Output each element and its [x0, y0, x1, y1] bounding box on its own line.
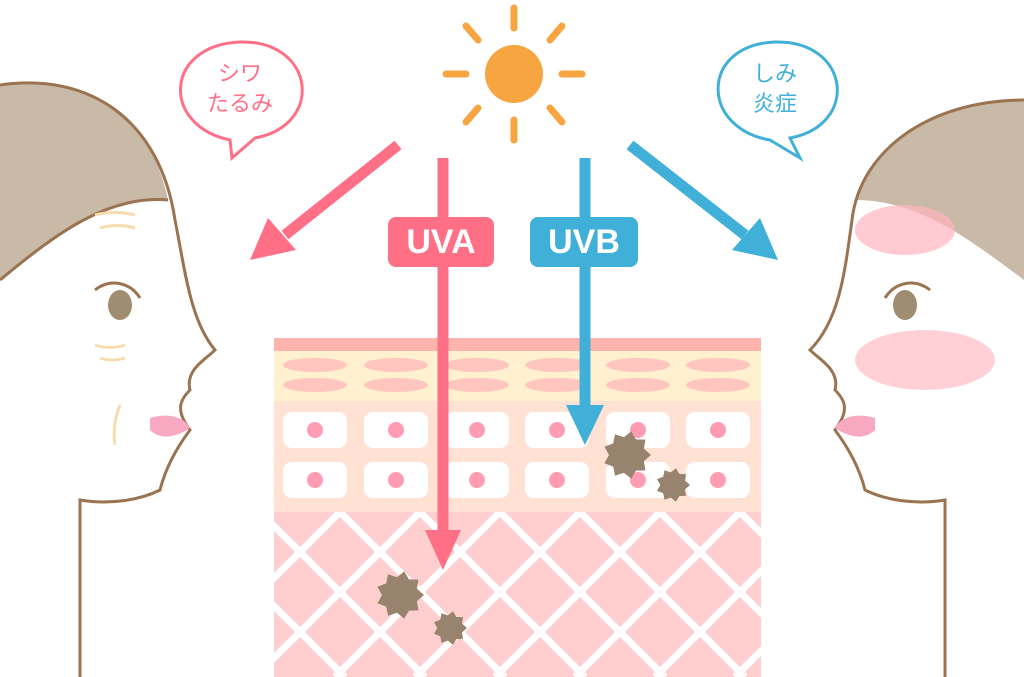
- lattice-line: [737, 512, 761, 538]
- spot: [604, 431, 651, 479]
- lattice-line: [652, 566, 761, 677]
- cell-nucleus: [630, 472, 646, 488]
- spot: [434, 611, 467, 645]
- left-bubble-line1: シワ: [217, 62, 262, 87]
- skin-ellipse: [364, 378, 428, 392]
- lattice-line: [95, 512, 260, 677]
- skin-ellipse: [283, 358, 347, 372]
- skin-ellipse: [525, 358, 589, 372]
- skin-cross-section: [0, 338, 1024, 677]
- skin-ellipse: [686, 358, 750, 372]
- lattice-line: [497, 512, 668, 677]
- lattice-line: [577, 512, 748, 677]
- cell-nucleus: [307, 472, 323, 488]
- cell-nucleus: [307, 422, 323, 438]
- cell-nucleus: [549, 472, 565, 488]
- right-bubble-text: しみ 炎症: [730, 60, 820, 120]
- uva-label: UVA: [388, 217, 494, 267]
- left-face: [0, 81, 218, 677]
- lattice-line: [820, 512, 985, 677]
- skin-ellipse: [283, 378, 347, 392]
- cell-nucleus: [549, 422, 565, 438]
- cell-nucleus: [710, 472, 726, 488]
- skin-ellipse: [445, 378, 509, 392]
- lattice-line: [15, 512, 180, 677]
- lattice-line: [900, 512, 1024, 677]
- cell-nucleus: [388, 422, 404, 438]
- lattice-line: [412, 512, 583, 677]
- lattice-line: [572, 512, 743, 677]
- sun-icon: [442, 4, 586, 144]
- lattice-line: [274, 521, 428, 677]
- lattice-line: [274, 512, 343, 583]
- lattice-line: [815, 512, 980, 677]
- right-bubble-line2: 炎症: [752, 92, 797, 117]
- skin-ellipse: [445, 358, 509, 372]
- lattice-line: [100, 512, 265, 677]
- left-speech-bubble: [179, 40, 304, 162]
- lattice-line: [274, 512, 423, 663]
- lattice-line: [492, 512, 663, 677]
- uvb-arrows: [566, 140, 778, 445]
- right-speech-bubble: [716, 40, 839, 162]
- spot: [657, 468, 690, 502]
- lattice-line: [0, 512, 100, 677]
- cell-nucleus: [630, 422, 646, 438]
- lattice-line: [657, 512, 761, 618]
- skin-ellipse: [606, 378, 670, 392]
- cell-nucleus: [469, 472, 485, 488]
- lattice-line: [980, 512, 1024, 677]
- uvb-label: UVB: [530, 217, 638, 267]
- right-face: [807, 98, 1024, 677]
- cell-nucleus: [710, 422, 726, 438]
- lattice-line: [274, 601, 348, 677]
- skin-ellipse: [606, 358, 670, 372]
- cell-nucleus: [388, 472, 404, 488]
- skin-ellipse: [364, 358, 428, 372]
- skin-ellipse: [525, 378, 589, 392]
- spot: [377, 571, 424, 619]
- left-bubble-text: シワ たるみ: [190, 60, 290, 120]
- right-bubble-line1: しみ: [752, 62, 797, 87]
- spots: [377, 431, 690, 645]
- skin-ellipse: [686, 378, 750, 392]
- left-bubble-line2: たるみ: [206, 92, 273, 117]
- cell-nucleus: [469, 422, 485, 438]
